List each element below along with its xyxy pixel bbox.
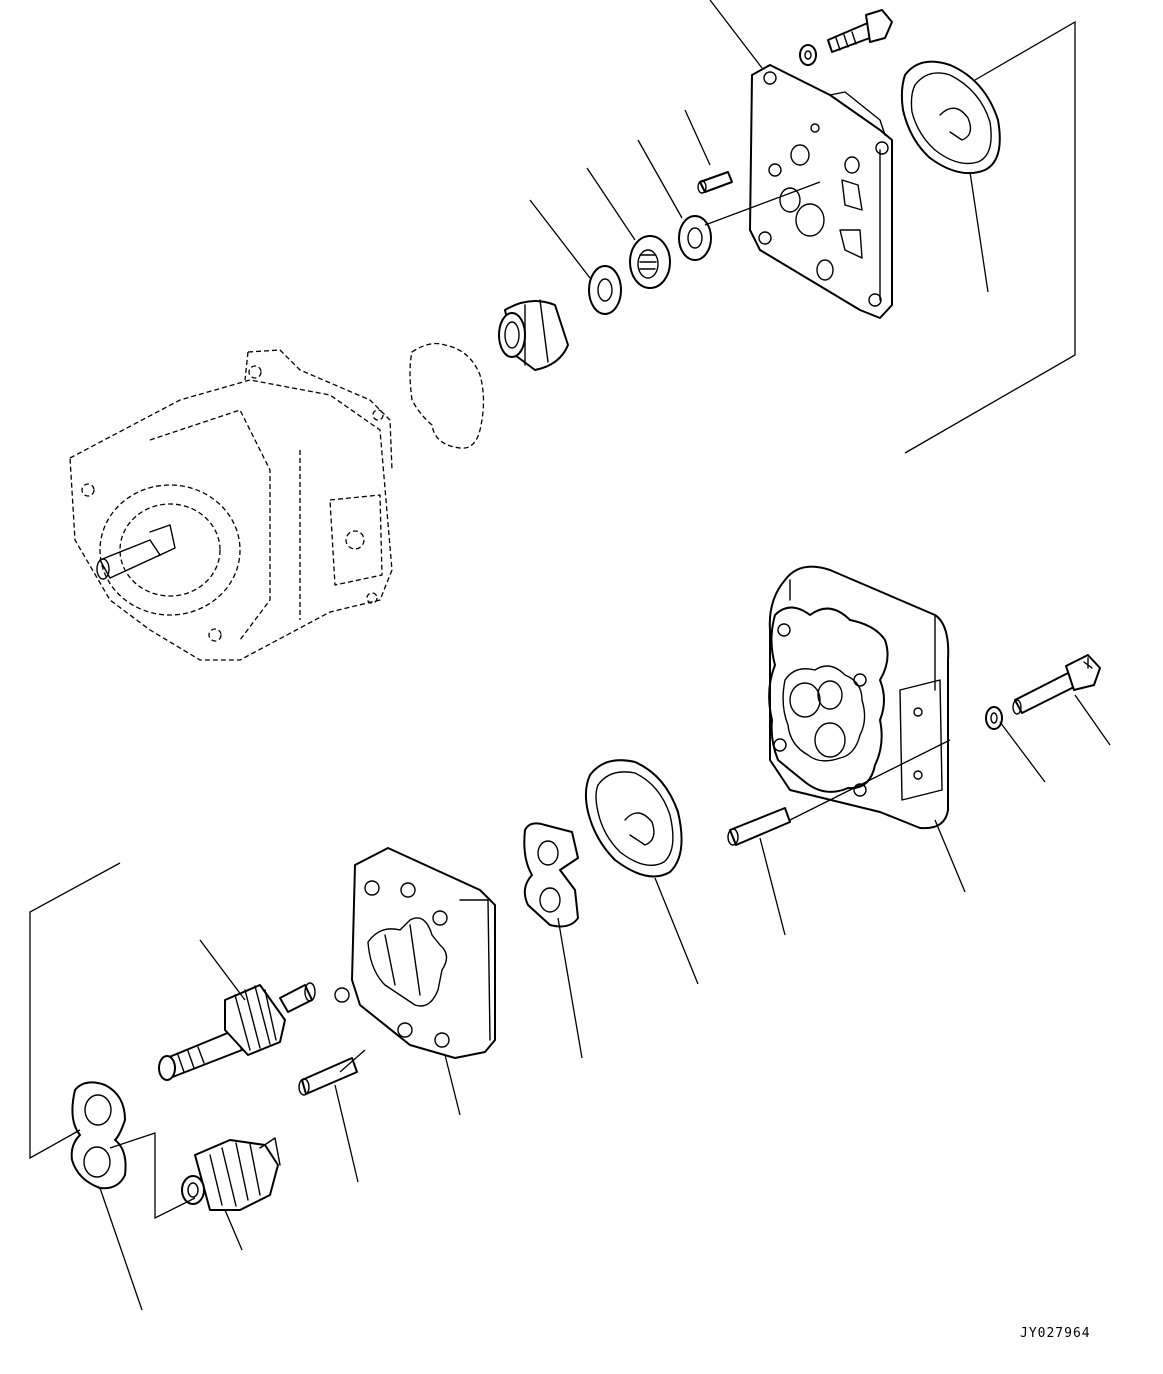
wear-plate (523, 822, 579, 928)
seal-ring-2 (584, 759, 683, 878)
drive-gear-shaft (158, 982, 316, 1081)
pump-housing (768, 565, 950, 830)
group-bracket-top (904, 20, 1076, 454)
cover-bolt (827, 9, 893, 53)
washer-top (799, 44, 817, 66)
pump-shaft (96, 524, 176, 580)
pump-assembly-reference (69, 349, 393, 661)
thrust-washer-2 (678, 215, 712, 261)
end-cover-plate (749, 64, 893, 319)
dowel-pin-3 (298, 1057, 358, 1096)
drawing-code: JY027964 (1020, 1326, 1091, 1341)
dashed-gasket (409, 342, 485, 449)
washer-bottom (985, 706, 1003, 730)
leader-lines-top (529, 0, 989, 293)
long-bolt (1012, 654, 1101, 715)
thrust-washer (588, 265, 622, 315)
dowel-pin-2 (727, 807, 791, 846)
seal-ring (900, 60, 1001, 174)
driven-gear (181, 1137, 281, 1211)
coupling (498, 299, 569, 371)
gear-housing-plate (334, 847, 496, 1059)
group-bracket-bottom (29, 862, 196, 1220)
bushing-plate (70, 1081, 127, 1190)
dowel-pin (697, 171, 733, 194)
leader-lines-bottom (99, 694, 1111, 1311)
needle-bearing (629, 235, 671, 289)
